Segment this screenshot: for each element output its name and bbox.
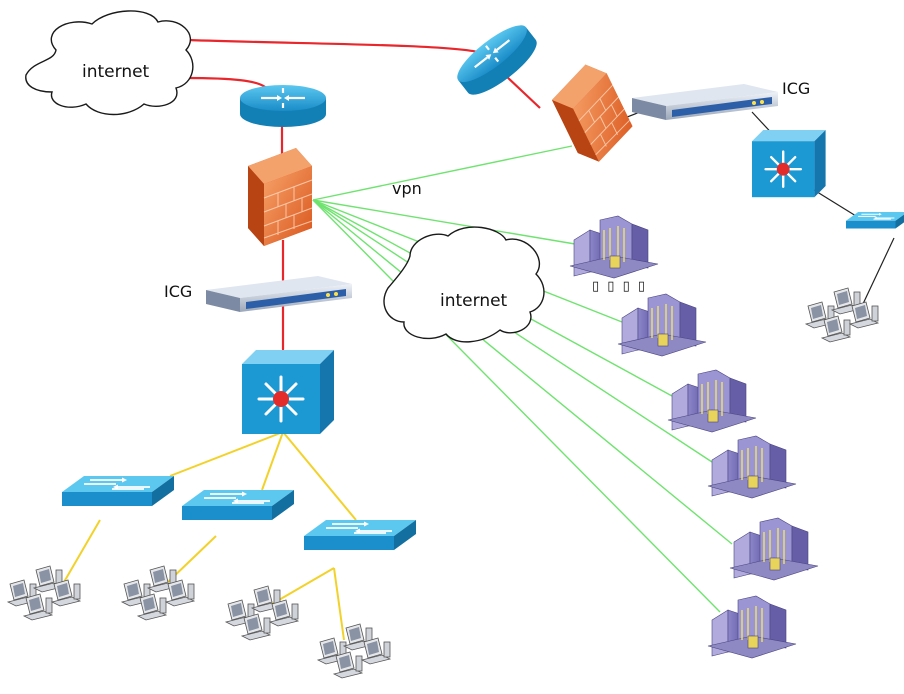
branch-office-3	[667, 369, 757, 433]
cloud-icon	[383, 226, 545, 343]
ellipsis-boxes-label: ▯ ▯ ▯ ▯	[592, 279, 647, 294]
branch-office-5	[729, 517, 819, 581]
link-switch-1-to-pcs	[63, 519, 101, 583]
branch-office-2	[617, 293, 707, 357]
hq-firewall	[247, 147, 313, 247]
cloud-middle-label: internet	[440, 291, 508, 311]
internet-cloud-top: internet	[25, 10, 194, 116]
link-remote-core-to-switch	[813, 189, 857, 217]
cloud-icon	[25, 10, 194, 116]
link-remote-switch-to-pcs	[861, 237, 895, 307]
vpn-label: vpn	[392, 179, 422, 198]
link-switch-3-to-pcs-b	[333, 567, 345, 641]
remote-access-switch	[845, 211, 904, 229]
workstations-group-4	[318, 624, 390, 678]
link-cloud-to-remote-router	[187, 38, 479, 54]
remote-firewall	[544, 57, 641, 169]
wan-links	[184, 38, 541, 350]
workstations-group-2	[122, 566, 194, 620]
branch-office-1	[569, 215, 659, 279]
access-switch-3	[303, 519, 417, 551]
access-switch-1	[61, 475, 175, 507]
remote-router	[449, 15, 545, 105]
hq-core-switch	[240, 348, 336, 436]
remote-lan-links	[603, 111, 895, 307]
link-core-to-switch-2	[261, 431, 284, 491]
icg-right-label: ICG	[782, 79, 810, 98]
access-switch-2	[181, 489, 295, 521]
lan-links	[63, 431, 357, 641]
icg-left-label: ICG	[164, 282, 192, 301]
internet-cloud-middle: internet	[383, 226, 545, 343]
remote-icg-appliance	[632, 84, 778, 120]
vpn-link-to-remote-site	[312, 145, 573, 201]
link-switch-3-to-pcs-a	[271, 567, 335, 605]
link-remote-router-to-remote-firewall	[504, 74, 541, 109]
remote-core-switch	[750, 128, 827, 199]
branch-office-4	[707, 435, 797, 499]
vpn-link-to-branch-6	[312, 199, 721, 613]
vpn-link-to-branch-1	[312, 199, 576, 245]
hq-icg-appliance	[206, 276, 352, 312]
link-core-to-switch-1	[169, 431, 284, 477]
cloud-top-label: internet	[82, 62, 150, 82]
hq-router	[238, 83, 328, 129]
vpn-link-to-branch-5	[312, 199, 733, 545]
link-core-to-switch-3	[282, 431, 357, 521]
branch-office-6	[707, 595, 797, 659]
